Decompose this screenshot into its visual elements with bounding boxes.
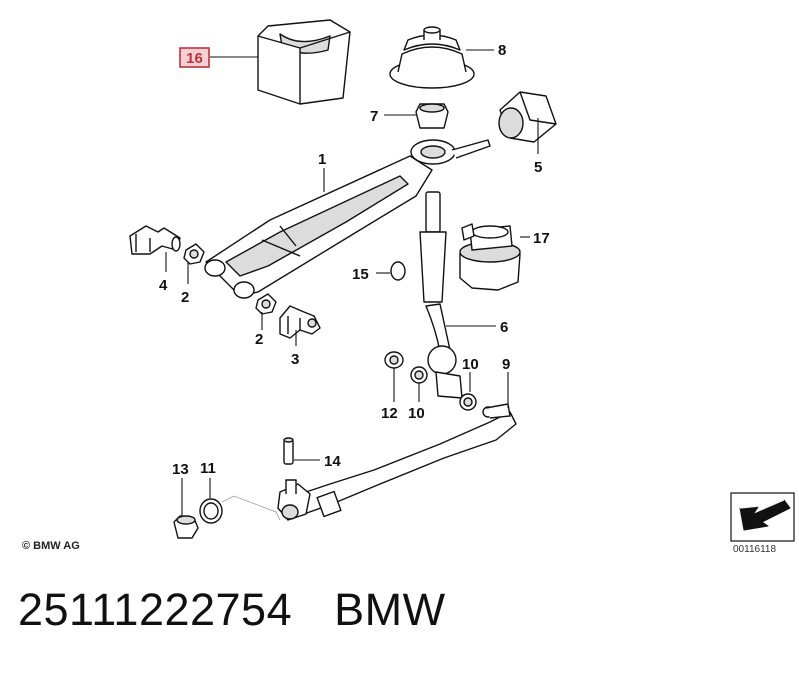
callout-17[interactable]: 17 (533, 230, 550, 247)
callout-4[interactable]: 4 (159, 277, 168, 294)
callout-1[interactable]: 1 (318, 151, 326, 168)
callout-10-left[interactable]: 10 (408, 405, 425, 422)
callout-10-right[interactable]: 10 (462, 356, 479, 373)
brand-name: BMW (334, 584, 446, 635)
part-3-clip[interactable] (279, 305, 321, 339)
part-7-cap[interactable] (415, 103, 449, 129)
callout-2-lower[interactable]: 2 (255, 331, 263, 348)
leader-lines (165, 49, 539, 516)
part-8-rubber-boot[interactable] (389, 26, 475, 89)
part-17-bushing[interactable] (459, 223, 521, 291)
part-5-bushing[interactable] (498, 91, 557, 143)
part-14-pin[interactable] (283, 437, 294, 465)
callout-5[interactable]: 5 (534, 159, 542, 176)
assembly-path (221, 495, 281, 521)
callout-7[interactable]: 7 (370, 108, 378, 125)
callout-6[interactable]: 6 (500, 319, 508, 336)
part-11-washer[interactable] (384, 351, 404, 369)
rod-joint (277, 479, 311, 521)
footer-caption: 25111222754 BMW (18, 584, 446, 636)
part-1-shift-lever-frame[interactable] (204, 139, 491, 299)
part-9-selector-rod[interactable] (299, 403, 517, 518)
callout-16-label: 16 (186, 50, 203, 67)
part-16-gaiter[interactable] (257, 19, 351, 105)
part-10-washer-a[interactable] (410, 366, 428, 384)
direction-arrow-icon (730, 492, 795, 542)
part-12-circlip[interactable] (199, 498, 223, 524)
copyright-notice: © BMW AG (22, 540, 80, 552)
callout-14[interactable]: 14 (324, 453, 341, 470)
part-2-bushing-upper[interactable] (183, 243, 205, 265)
part-6-shift-rod[interactable] (419, 191, 463, 399)
callout-15[interactable]: 15 (352, 266, 369, 283)
part-13-cap[interactable] (173, 515, 199, 539)
part-15-o-ring[interactable] (390, 261, 406, 281)
callout-16[interactable]: 16 (179, 47, 210, 68)
callout-13[interactable]: 13 (172, 461, 189, 478)
part-4-clip[interactable] (129, 225, 181, 255)
callout-9[interactable]: 9 (502, 356, 510, 373)
callout-3[interactable]: 3 (291, 351, 299, 368)
callout-12[interactable]: 11 (200, 460, 216, 477)
part-2-bushing-lower[interactable] (255, 293, 277, 315)
part-10-washer-b[interactable] (459, 393, 477, 411)
callout-11[interactable]: 12 (381, 405, 398, 422)
diagram-number: 00116118 (733, 544, 777, 555)
callout-8[interactable]: 8 (498, 42, 506, 59)
part-number: 25111222754 (18, 584, 293, 635)
callout-16-highlight-box (179, 47, 210, 68)
callout-2-upper[interactable]: 2 (181, 289, 189, 306)
